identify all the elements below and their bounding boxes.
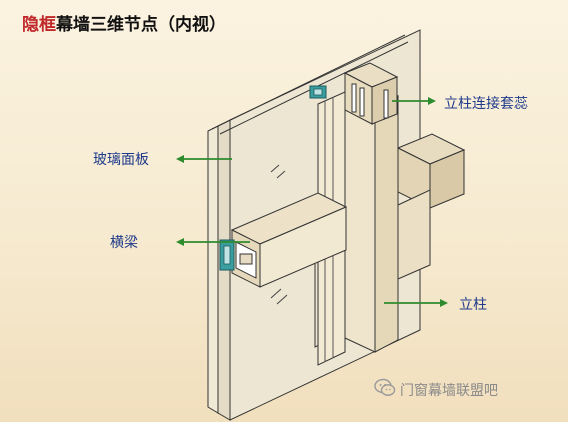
- leader-arrows: [176, 97, 448, 307]
- mullion-front-face: [344, 91, 376, 353]
- arrow-glass-head: [176, 155, 184, 163]
- glass-reflection-1: [270, 164, 280, 173]
- label-sleeve: 立柱连接套蕊: [444, 96, 528, 112]
- mullion-right-face: [374, 95, 399, 353]
- title-rest: 幕墙三维节点（内视）: [56, 15, 226, 35]
- watermark-text: 门窗幕墙联盟吧: [400, 383, 498, 399]
- sleeve-core: [309, 62, 399, 125]
- glass-reflection-4: [276, 294, 288, 305]
- wechat-icon: [374, 378, 396, 396]
- transom-profile-slot: [239, 253, 253, 265]
- sleeve-slot-3: [383, 89, 389, 119]
- top-connector-inner: [313, 88, 323, 96]
- arrow-sleeve-head: [428, 97, 436, 105]
- transom: [219, 192, 348, 288]
- label-mullion: 立柱: [459, 297, 487, 313]
- glass-reflection-2: [276, 170, 286, 179]
- sleeve-slot-2: [359, 87, 365, 117]
- glass-edge-line-1: [211, 34, 406, 130]
- glass-panel-front: [207, 125, 219, 414]
- support-beam: [396, 133, 466, 280]
- label-transom: 横梁: [110, 235, 138, 251]
- support-lower-block: [397, 189, 431, 280]
- arrow-transom-head: [176, 238, 184, 246]
- side-connector-inner: [223, 245, 231, 265]
- glass-reflection-3: [270, 288, 282, 299]
- arrow-mullion-head: [440, 299, 448, 307]
- sleeve-slot-1: [351, 83, 357, 113]
- page-title: 隐框幕墙三维节点（内视）: [22, 10, 226, 35]
- title-highlight: 隐框: [22, 15, 56, 35]
- label-glass-panel: 玻璃面板: [93, 152, 149, 168]
